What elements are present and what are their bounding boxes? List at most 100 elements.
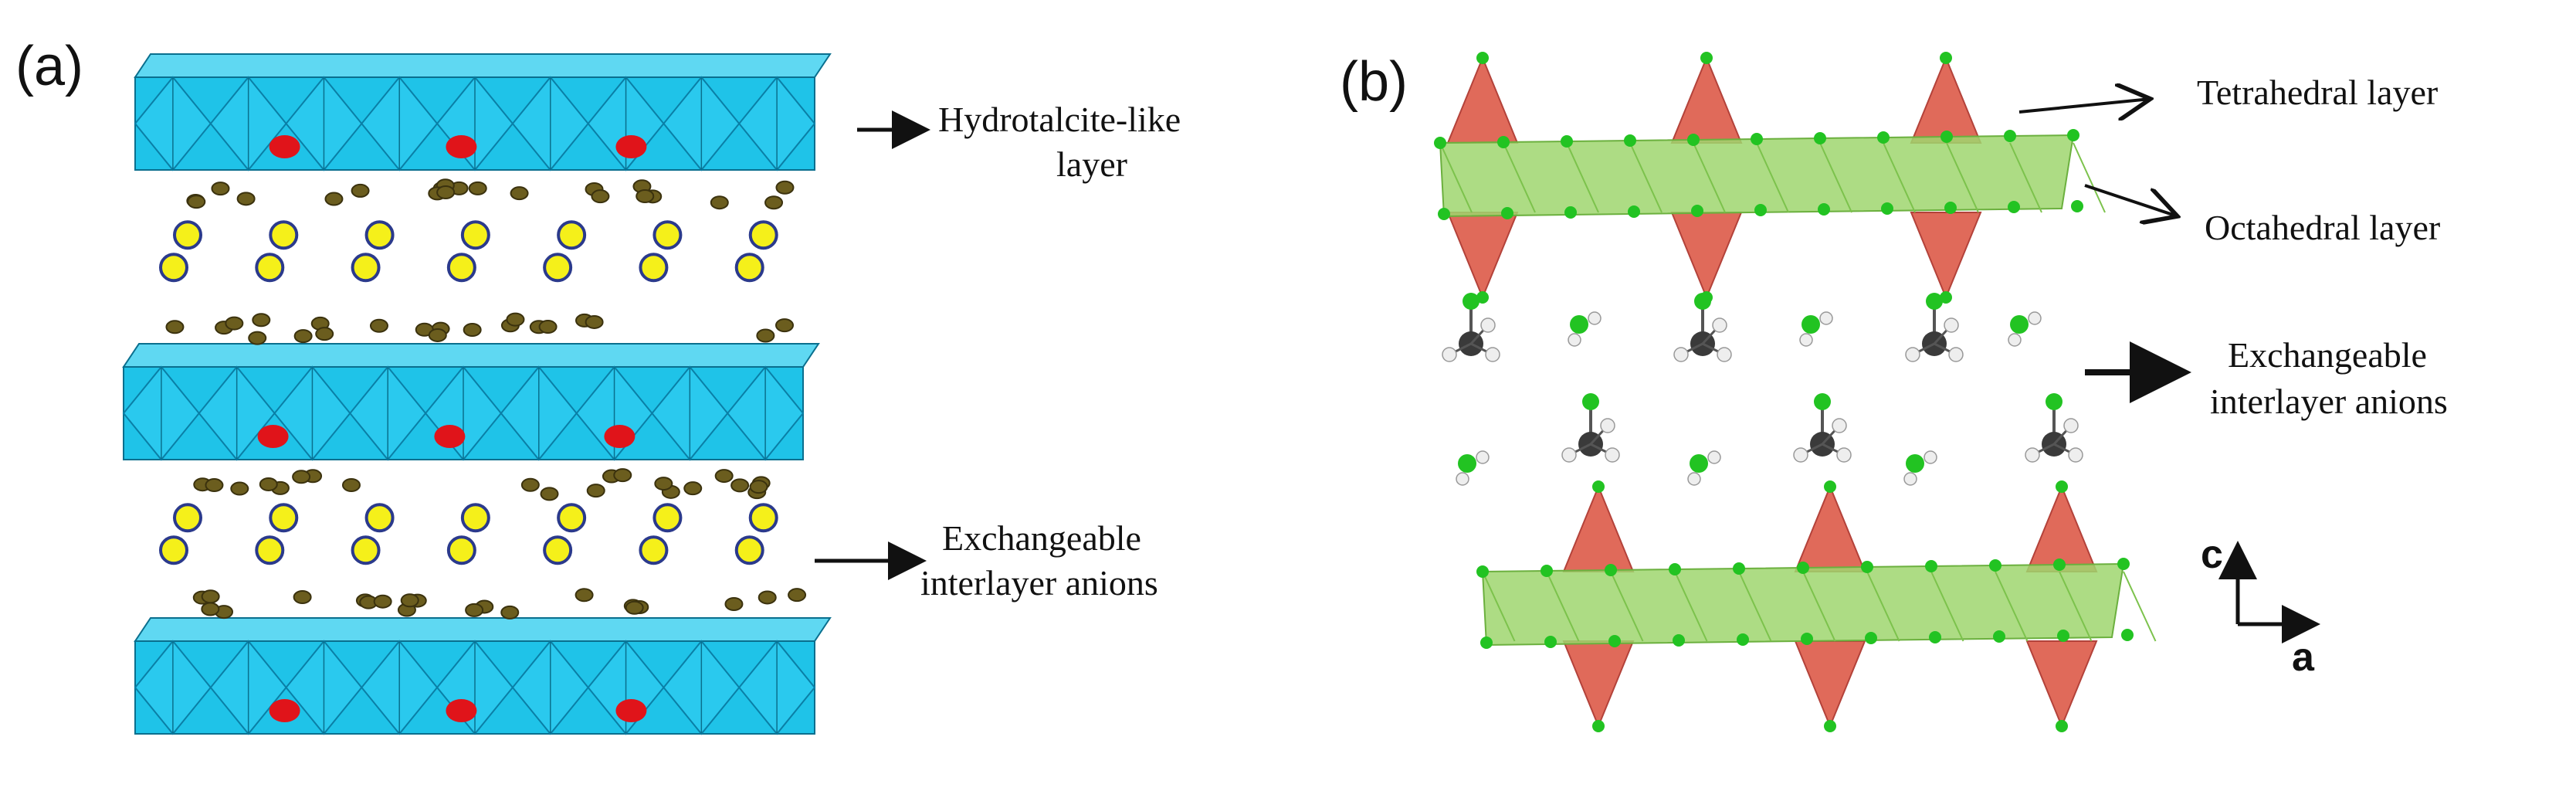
water-molecule: [730, 478, 750, 493]
tetrahedral-annotation: Tetrahedral layer: [2197, 73, 2438, 112]
oxygen-atom: [2071, 200, 2083, 212]
water-molecule: [788, 588, 807, 603]
water-molecule: [540, 487, 559, 501]
anion: [748, 503, 778, 533]
octahedral-layer-bottom: [1476, 558, 2157, 649]
oxygen-atom: [1463, 293, 1480, 310]
water-molecule: [683, 481, 703, 496]
hydrogen-atom: [1480, 317, 1496, 333]
anions-annotation-a-line2: interlayer anions: [920, 563, 1158, 603]
oxygen-atom: [1700, 52, 1713, 64]
tetrahedron: [1446, 56, 1519, 144]
water-molecule: [468, 181, 487, 195]
oxygen-atom: [1814, 132, 1826, 144]
oxygen-atom: [1751, 133, 1763, 145]
water-molecule: [293, 329, 313, 344]
water-molecule: [236, 192, 256, 206]
anions-annotation-b-line1: Exchangeable: [2228, 335, 2427, 375]
water-molecule: [500, 605, 520, 620]
water-molecule: [756, 328, 775, 343]
tetrahedron: [2025, 640, 2098, 728]
water-molecule: [463, 323, 482, 338]
hydrogen-atom: [1600, 418, 1615, 433]
oxygen-atom: [1608, 635, 1621, 647]
oxygen-atom: [1438, 208, 1450, 220]
anions-annotation-b-line2: interlayer anions: [2210, 382, 2448, 421]
octahedron-edge: [2073, 142, 2106, 213]
tetrahedron: [1670, 212, 1743, 300]
water-molecule: [764, 195, 784, 210]
anion: [557, 220, 587, 250]
water-molecule: [749, 480, 768, 494]
tetrahedral-annotation-arrow: [2018, 99, 2151, 112]
hydrogen-atom: [1568, 333, 1581, 347]
hydrogen-atom: [1588, 311, 1602, 325]
octahedron-edge: [1503, 142, 1536, 213]
water-molecule: [510, 186, 529, 201]
water-molecule: [585, 314, 604, 329]
water-molecule: [724, 597, 744, 612]
cation-site: [446, 135, 477, 158]
octahedron-edge: [2059, 571, 2093, 642]
interlayer-region-lower: [159, 468, 807, 620]
oxygen-atom: [1925, 560, 1937, 572]
anion: [652, 503, 683, 533]
oxygen-atom: [1944, 202, 1957, 214]
octahedron-edge: [1566, 142, 1599, 213]
water-molecule: [211, 182, 230, 196]
water-molecule: [775, 180, 795, 195]
oxygen-atom: [1881, 202, 1893, 215]
octahedron-edge: [1802, 571, 1836, 642]
anion: [173, 220, 202, 250]
axis-a-label: a: [2292, 635, 2315, 680]
anion: [748, 220, 778, 250]
water-molecule: [292, 470, 311, 484]
oxygen-atom: [1940, 291, 1952, 304]
anion: [652, 220, 683, 250]
oxygen-atom: [1673, 634, 1685, 647]
octahedron-edge: [1482, 571, 1516, 642]
anion: [734, 535, 764, 565]
anion: [543, 535, 573, 565]
oxygen-atom: [1501, 207, 1513, 219]
oxygen-atom: [1592, 720, 1605, 732]
hydrogen-atom: [2025, 447, 2040, 463]
cation-site: [257, 425, 289, 448]
hydrogen-atom: [2028, 311, 2042, 325]
cation-site: [615, 699, 647, 722]
oxygen-atom: [2056, 480, 2068, 493]
oxygen-atom: [2008, 201, 2020, 213]
water-molecule: [205, 478, 224, 493]
water-molecule: [201, 602, 220, 616]
hydrogen-atom: [1717, 347, 1732, 362]
interlayer-region-upper: [159, 178, 795, 345]
water-molecule: [710, 195, 729, 210]
tetrahedral-layer-top: [1446, 52, 1982, 304]
hydrogen-atom: [1799, 333, 1813, 347]
oxygen-atom: [1497, 136, 1510, 148]
anion: [364, 220, 395, 250]
octahedron-edge: [1629, 142, 1663, 213]
anion: [255, 253, 285, 283]
water-molecule: [201, 589, 220, 604]
hydrogen-atom: [1605, 447, 1620, 463]
water-molecule: [428, 328, 447, 342]
anion: [446, 535, 476, 565]
oxygen-atom: [1476, 52, 1489, 64]
oxygen-atom: [1865, 632, 1877, 644]
oxygen-atom: [1802, 315, 1820, 334]
layer-top-face: [134, 53, 832, 78]
water-molecule: [506, 312, 525, 327]
octahedron-edge: [1439, 142, 1473, 213]
water-molecule: [165, 320, 185, 334]
anion: [269, 503, 299, 533]
hydrogen-atom: [1476, 450, 1490, 464]
oxygen-atom: [1926, 293, 1943, 310]
water-molecule: [613, 468, 632, 483]
water-molecule: [400, 593, 419, 608]
oxygen-atom: [2053, 558, 2066, 571]
oxygen-atom: [1561, 135, 1573, 148]
octahedral-annotation: Octahedral layer: [2205, 208, 2440, 247]
tetrahedron: [2025, 484, 2098, 572]
oxygen-atom: [1476, 291, 1489, 304]
